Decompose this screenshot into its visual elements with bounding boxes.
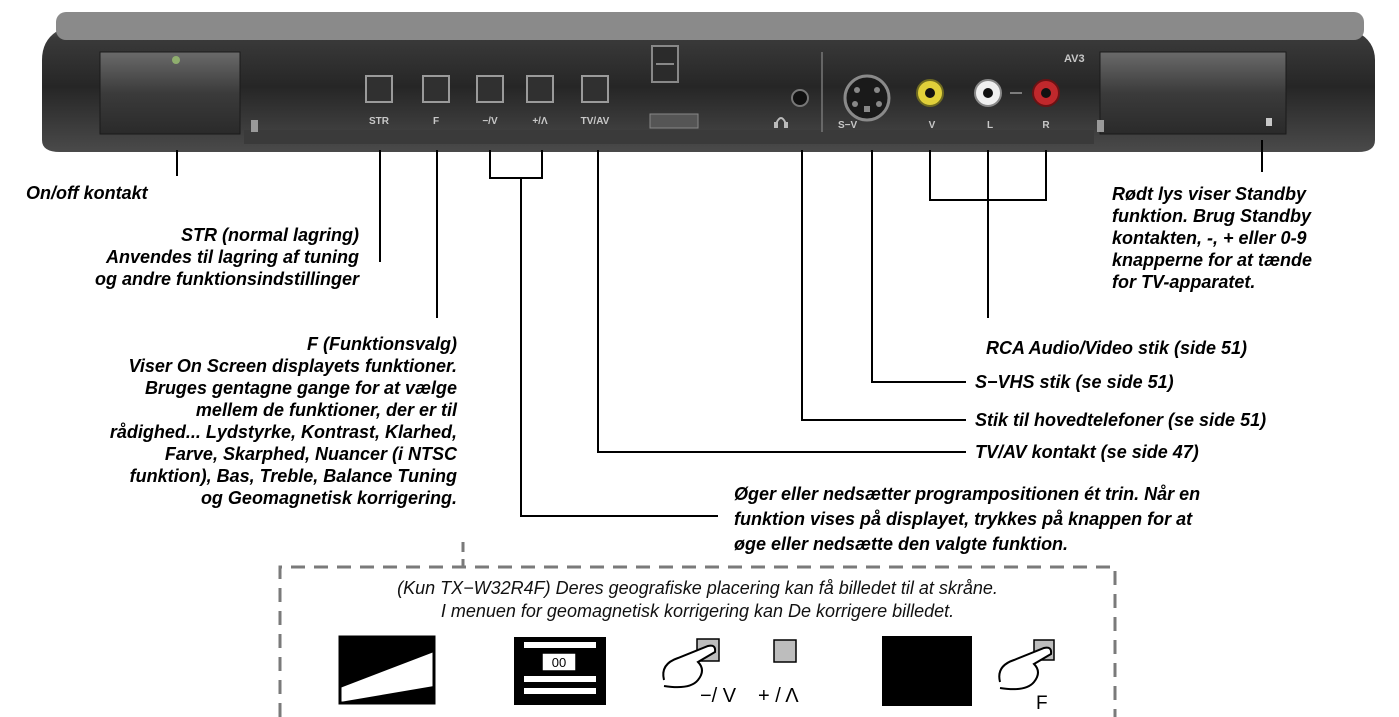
- minus-key-label: −/ V: [700, 685, 737, 707]
- tvav-button: [582, 76, 608, 102]
- standby-label: Rødt lys viser Standby funktion. Brug St…: [1112, 183, 1312, 293]
- jack-label-v: V: [929, 120, 936, 131]
- standby-label-line: knapperne for at tænde: [1112, 249, 1312, 271]
- minus-button: [477, 76, 503, 102]
- str-button: [366, 76, 392, 102]
- video-jack-yellow: [917, 80, 943, 106]
- jack-label-sv: S−V: [838, 120, 858, 131]
- door-recess: [244, 130, 1094, 144]
- program-label-line: Øger eller nedsætter programpositionen é…: [734, 482, 1200, 507]
- av3-label: AV3: [1064, 53, 1085, 65]
- f-label-line: mellem de funktioner, der er til: [110, 399, 457, 421]
- f-key-label: F: [1036, 693, 1048, 714]
- osd-menu-icon: 00: [514, 637, 606, 705]
- leader-headphones: [802, 150, 966, 420]
- plus-key-label: + / Λ: [758, 685, 799, 707]
- leader-svhs: [872, 150, 966, 382]
- note-line-2: I menuen for geomagnetisk korrigering ka…: [280, 601, 1115, 622]
- f-label-line: Viser On Screen displayets funktioner.: [110, 355, 457, 377]
- f-button: [423, 76, 449, 102]
- onoff-label: On/off kontakt: [26, 182, 148, 204]
- str-label: STR (normal lagring) Anvendes til lagrin…: [95, 224, 359, 290]
- f-label-line: og Geomagnetisk korrigering.: [110, 487, 457, 509]
- minus-button-label: −/V: [482, 116, 498, 127]
- tilted-picture-icon: [340, 637, 434, 703]
- f-label: F (Funktionsvalg) Viser On Screen displa…: [110, 333, 457, 509]
- f-label-line: rådighed... Lydstyrke, Kontrast, Klarhed…: [110, 421, 457, 443]
- geomagnetic-note-box: 00 −/ V + / Λ F: [280, 542, 1115, 717]
- str-label-line: STR (normal lagring): [95, 224, 359, 246]
- plus-button: [527, 76, 553, 102]
- f-label-line: funktion), Bas, Treble, Balance Tuning: [110, 465, 457, 487]
- f-label-line: Farve, Skarphed, Nuancer (i NTSC: [110, 443, 457, 465]
- str-label-line: og andre funktionsindstillinger: [95, 268, 359, 290]
- tvav-button-label: TV/AV: [581, 116, 610, 127]
- svhs-label: S−VHS stik (se side 51): [975, 371, 1174, 393]
- headphone-jack: [792, 90, 808, 106]
- leader-tvav: [598, 150, 966, 452]
- audio-r-jack-red: [1033, 80, 1059, 106]
- door-latch: [650, 114, 698, 128]
- left-door: [100, 52, 240, 134]
- press-minus-hand-icon: [663, 639, 719, 687]
- jack-label-r: R: [1042, 120, 1050, 131]
- leader-program: [521, 178, 718, 516]
- note-line-1: (Kun TX−W32R4F) Deres geografiske placer…: [280, 578, 1115, 599]
- osd-value: 00: [552, 655, 566, 670]
- str-button-label: STR: [369, 116, 390, 127]
- corrected-picture-icon: [882, 636, 972, 706]
- f-label-line: F (Funktionsvalg): [110, 333, 457, 355]
- program-label-line: øge eller nedsætte den valgte funktion.: [734, 532, 1200, 557]
- audio-l-jack-white: [975, 80, 1001, 106]
- power-indicator: [172, 56, 180, 64]
- tvav-label: TV/AV kontakt (se side 47): [975, 441, 1199, 463]
- headphones-label: Stik til hovedtelefoner (se side 51): [975, 409, 1266, 431]
- rca-label: RCA Audio/Video stik (side 51): [986, 337, 1247, 359]
- str-label-line: Anvendes til lagring af tuning: [95, 246, 359, 268]
- standby-label-line: funktion. Brug Standby: [1112, 205, 1312, 227]
- standby-label-line: Rødt lys viser Standby: [1112, 183, 1312, 205]
- leader-minus-plus-bracket: [490, 150, 542, 178]
- panel-top-edge: [56, 12, 1364, 40]
- program-label: Øger eller nedsætter programpositionen é…: [734, 482, 1200, 557]
- standby-label-line: for TV-apparatet.: [1112, 271, 1312, 293]
- program-label-line: funktion vises på displayet, trykkes på …: [734, 507, 1200, 532]
- standby-label-line: kontakten, -, + eller 0-9: [1112, 227, 1312, 249]
- plus-key-icon: [774, 640, 796, 662]
- plus-button-label: +/Λ: [532, 116, 548, 127]
- jack-label-l: L: [987, 120, 993, 131]
- right-door: [1100, 52, 1286, 134]
- f-button-label: F: [433, 116, 439, 127]
- standby-lamp: [1266, 118, 1272, 126]
- f-label-line: Bruges gentagne gange for at vælge: [110, 377, 457, 399]
- front-panel: STR F −/V +/Λ TV/AV: [42, 12, 1375, 152]
- svhs-jack: [845, 76, 889, 120]
- press-f-hand-icon: [999, 640, 1054, 689]
